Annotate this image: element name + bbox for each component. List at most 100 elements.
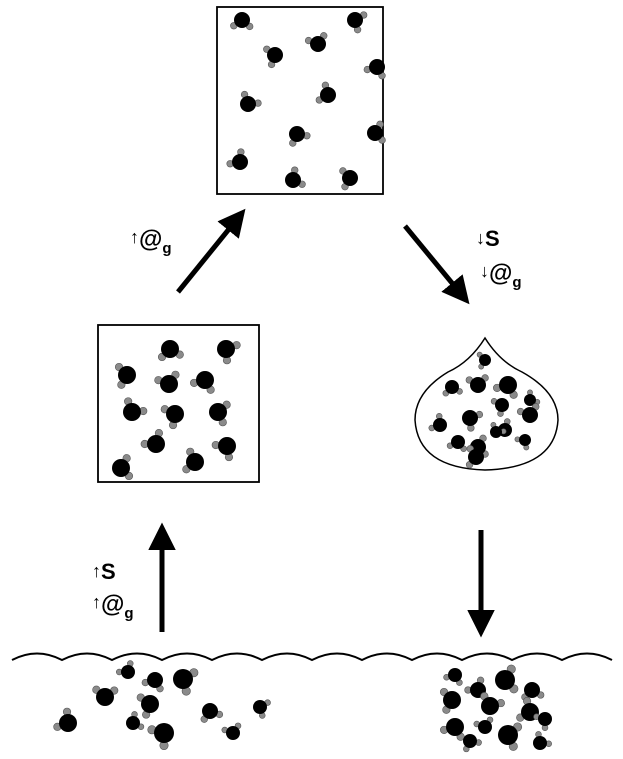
water-molecule <box>465 445 484 469</box>
water-molecule <box>442 380 463 397</box>
oxygen-atom <box>123 403 141 421</box>
water-molecule <box>446 435 467 452</box>
oxygen-atom <box>320 87 336 103</box>
oxygen-atom <box>533 736 547 750</box>
oxygen-atom <box>154 723 174 743</box>
water-molecule <box>157 340 184 362</box>
arrow-condense-to-gas <box>176 208 246 294</box>
oxygen-atom <box>173 669 193 689</box>
oxygen-atom <box>451 435 465 449</box>
oxygen-atom <box>538 712 552 726</box>
water-molecule <box>190 371 215 394</box>
droplet-outline <box>414 336 559 471</box>
water-molecule <box>462 410 484 432</box>
oxygen-atom <box>342 170 358 186</box>
oxygen-atom <box>490 426 502 438</box>
oxygen-atom <box>234 12 250 28</box>
water-molecule <box>209 400 231 427</box>
oxygen-atom <box>495 398 509 412</box>
water-surface <box>11 652 613 662</box>
oxygen-atom <box>463 734 477 748</box>
water-molecule <box>476 351 491 370</box>
water-molecule <box>160 405 184 430</box>
oxygen-atom <box>186 453 204 471</box>
water-molecule <box>53 707 77 732</box>
oxygen-atom <box>253 700 267 714</box>
water-molecule <box>514 434 531 451</box>
oxygen-atom <box>369 59 385 75</box>
oxygen-atom <box>209 403 227 421</box>
water-molecule <box>211 437 236 462</box>
gas-phase-box <box>216 6 384 195</box>
water-molecule <box>289 126 311 147</box>
oxygen-atom <box>202 703 218 719</box>
oxygen-atom <box>196 371 214 389</box>
oxygen-atom <box>498 725 518 745</box>
water-molecule <box>480 692 505 715</box>
water-molecule <box>498 722 523 751</box>
water-molecule <box>495 664 519 694</box>
oxygen-atom <box>522 407 538 423</box>
water-molecule <box>521 682 545 701</box>
water-molecule <box>367 120 386 144</box>
oxygen-atom <box>166 405 184 423</box>
oxygen-atom <box>462 410 478 426</box>
oxygen-atom <box>285 172 301 188</box>
water-molecule <box>92 685 119 706</box>
water-molecule <box>263 45 283 69</box>
label-top-left: ↑@g <box>130 226 172 257</box>
oxygen-atom <box>478 720 492 734</box>
oxygen-atom <box>448 668 462 682</box>
water-molecule <box>443 668 463 686</box>
water-molecule <box>473 716 494 734</box>
label-top-right-gibbs: ↓@g <box>480 260 522 291</box>
water-molecule <box>173 668 199 696</box>
label-bottom-left-entropy: ↑S <box>92 559 116 584</box>
oxygen-atom <box>59 714 77 732</box>
oxygen-atom <box>524 682 540 698</box>
label-bottom-left-gibbs: ↑@g <box>92 591 134 622</box>
water-molecule <box>126 711 145 730</box>
water-molecule <box>200 703 224 723</box>
arrow-gas-to-droplet <box>403 224 470 305</box>
water-molecule <box>465 374 489 393</box>
vapor-box <box>97 324 260 483</box>
oxygen-atom <box>519 434 531 446</box>
water-molecule <box>112 454 134 481</box>
water-molecule <box>439 687 461 714</box>
water-molecules <box>53 11 552 753</box>
water-molecule <box>533 731 552 750</box>
water-molecule <box>463 734 482 753</box>
water-molecule <box>339 167 358 191</box>
oxygen-atom <box>443 691 461 709</box>
oxygen-atom <box>445 380 459 394</box>
water-molecule <box>226 148 248 170</box>
oxygen-atom <box>240 96 256 112</box>
water-molecule <box>524 389 541 406</box>
oxygen-atom <box>367 125 383 141</box>
oxygen-atom <box>433 418 447 432</box>
oxygen-atom <box>96 688 114 706</box>
water-molecule <box>123 397 148 421</box>
water-molecule <box>440 718 465 741</box>
water-molecule <box>285 166 306 188</box>
oxygen-atom <box>524 394 536 406</box>
water-molecule <box>533 712 552 732</box>
water-molecule <box>304 32 328 52</box>
oxygen-atom <box>267 47 283 63</box>
oxygen-atom <box>499 376 517 394</box>
oxygen-atom <box>121 665 135 679</box>
water-molecule <box>428 413 447 432</box>
water-molecule <box>140 429 165 453</box>
water-molecule <box>230 12 254 31</box>
water-molecule <box>315 81 336 104</box>
oxygen-atom <box>495 670 515 690</box>
water-molecule <box>136 693 159 719</box>
oxygen-atom <box>118 366 136 384</box>
oxygen-atom <box>147 672 163 688</box>
water-molecule <box>182 447 204 474</box>
oxygen-atom <box>481 697 499 715</box>
oxygen-atom <box>218 437 236 455</box>
water-molecule <box>154 370 180 393</box>
